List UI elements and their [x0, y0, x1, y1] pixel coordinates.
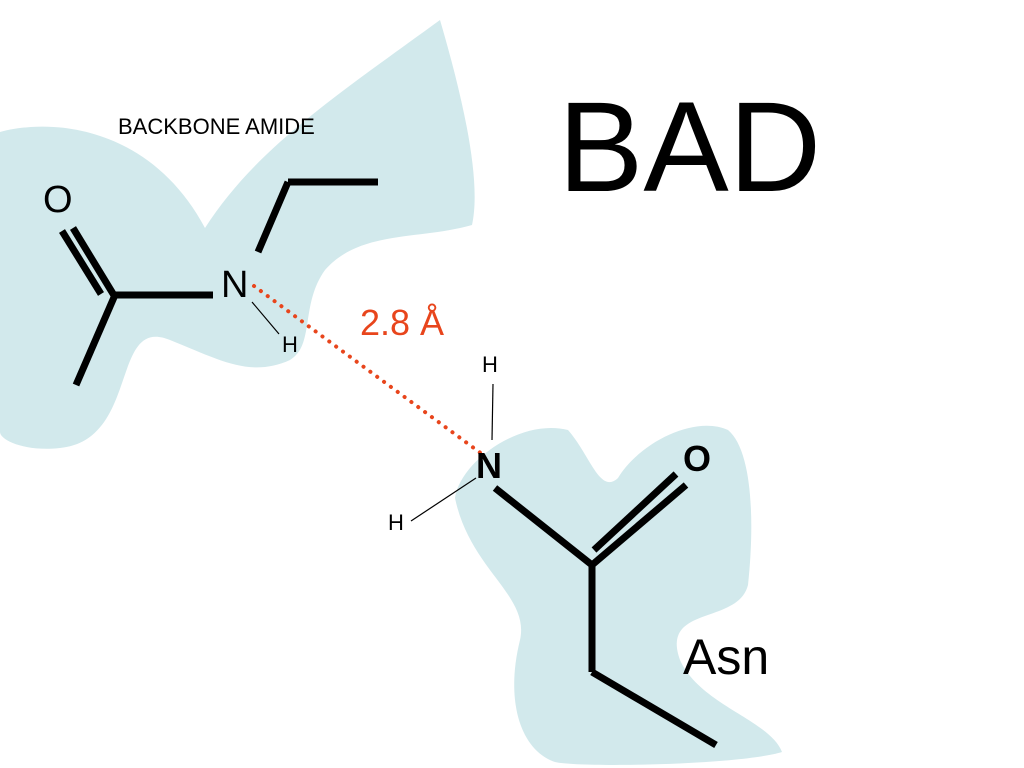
verdict-title: BAD — [558, 76, 821, 219]
asn-nitrogen-label: N — [476, 445, 502, 486]
backbone-surface-blob — [0, 20, 475, 449]
backbone-hydrogen-label: H — [282, 332, 298, 357]
bond-n-h-left-asn — [410, 477, 477, 522]
bond-cb-cg-asn — [590, 668, 718, 749]
asn-residue-label: Asn — [683, 629, 769, 685]
bond-c-o-asn-outer — [589, 482, 689, 568]
backbone-oxygen-label: O — [43, 179, 73, 221]
asn-hydrogen-top-label: H — [482, 352, 498, 377]
asn-bonds — [410, 383, 718, 749]
backbone-amide-label: BACKBONE AMIDE — [118, 114, 315, 139]
backbone-bonds — [59, 178, 378, 387]
backbone-n-highlight — [213, 256, 261, 310]
bond-c-o-outer — [70, 226, 118, 299]
backbone-nitrogen-label: N — [221, 264, 248, 306]
hbond-distance-label: 2.8 Å — [360, 302, 444, 343]
bond-n-h-backbone — [251, 301, 280, 335]
bond-c-o-inner — [59, 229, 104, 296]
bond-n-calpha — [254, 180, 292, 254]
asn-hydrogen-left-label: H — [388, 510, 404, 535]
asn-surface-blob — [455, 425, 782, 765]
bond-n-h-top-asn — [491, 383, 494, 441]
bond-c-methyl — [72, 293, 119, 387]
bond-n-c-asn — [492, 485, 595, 568]
bond-c-o-asn-inner — [591, 471, 679, 553]
asn-oxygen-label: O — [683, 438, 711, 479]
hydrogen-bond-line — [252, 284, 488, 459]
